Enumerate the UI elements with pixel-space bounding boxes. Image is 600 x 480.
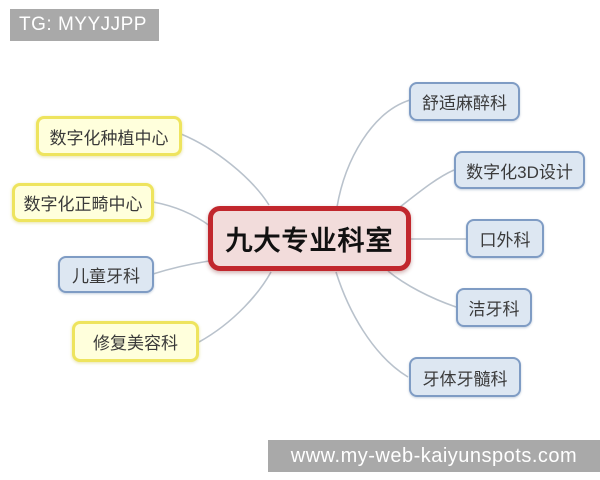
branch-digital-orthodontics-center[interactable]: 数字化正畸中心 (12, 183, 154, 222)
connector-orthodontics (152, 201, 211, 227)
branch-pediatric-dentistry[interactable]: 儿童牙科 (58, 256, 154, 293)
branch-endodontics[interactable]: 牙体牙髓科 (409, 357, 521, 397)
connector-cleaning (387, 270, 457, 308)
branch-comfort-anesthesia[interactable]: 舒适麻醉科 (409, 82, 520, 121)
connector-anesthesia (336, 99, 411, 208)
central-topic[interactable]: 九大专业科室 (208, 206, 411, 271)
branch-restoration-cosmetic[interactable]: 修复美容科 (72, 321, 199, 362)
branch-teeth-cleaning[interactable]: 洁牙科 (456, 288, 532, 327)
watermark-top: TG: MYYJJPP (10, 9, 159, 41)
branch-digital-3d-design[interactable]: 数字化3D设计 (454, 151, 585, 189)
connector-3d-design (399, 169, 455, 208)
connector-restoration (198, 271, 272, 343)
branch-digital-implant-center[interactable]: 数字化种植中心 (36, 116, 182, 156)
connector-pediatric (152, 260, 210, 275)
watermark-bottom: www.my-web-kaiyunspots.com (268, 440, 600, 472)
connector-endodontics (335, 271, 409, 378)
connector-implant (180, 133, 270, 206)
branch-oral-surgery[interactable]: 口外科 (466, 219, 544, 258)
